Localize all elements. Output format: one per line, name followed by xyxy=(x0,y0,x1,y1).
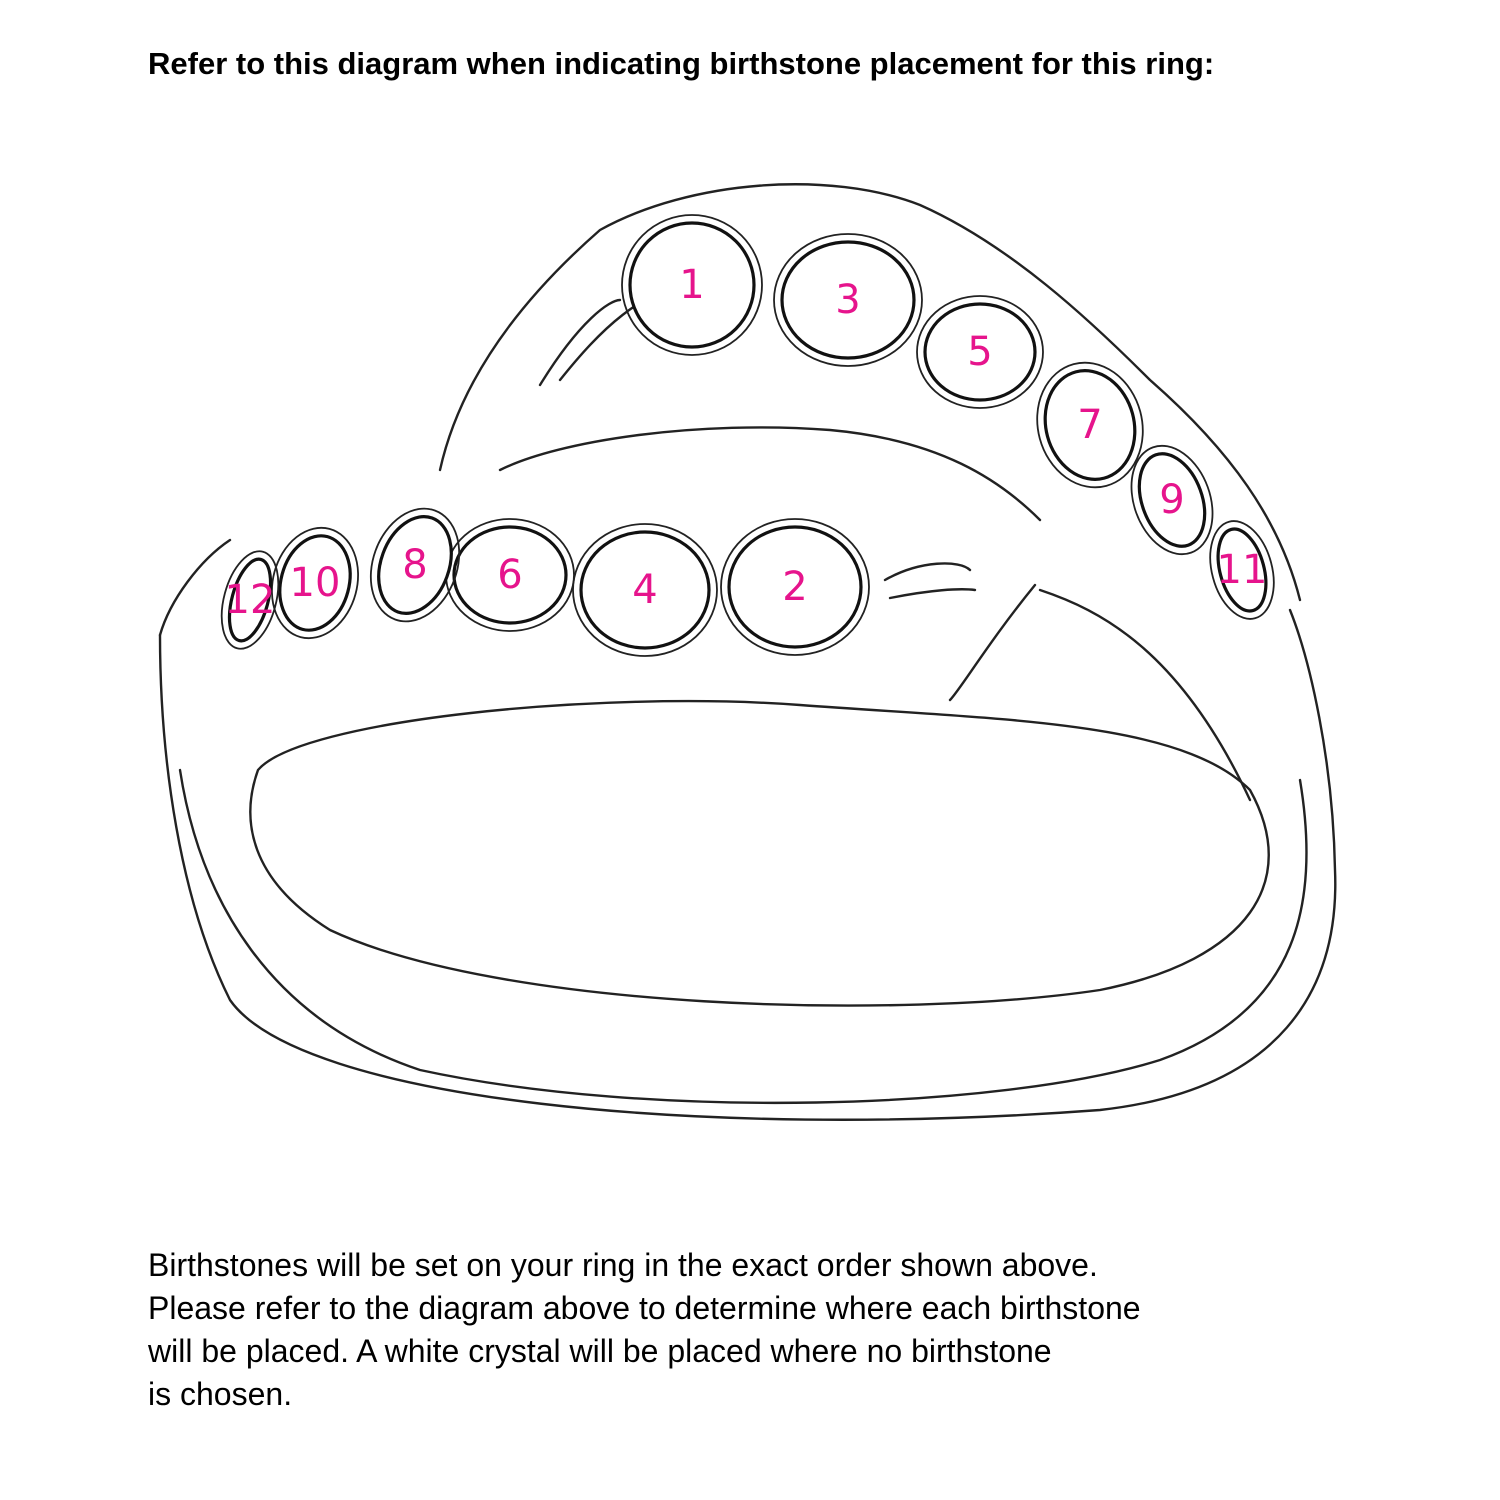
bezel xyxy=(1036,361,1144,489)
birthstone-position-5: 5 xyxy=(916,295,1044,409)
position-number: 7 xyxy=(1077,402,1102,448)
birthstone-setting xyxy=(377,514,453,616)
position-number: 6 xyxy=(497,552,522,598)
birthstone-position-8: 8 xyxy=(369,507,461,623)
birthstone-position-6: 6 xyxy=(445,518,575,632)
birthstone-setting xyxy=(1216,527,1268,613)
position-number: 11 xyxy=(1217,547,1268,593)
birthstone-position-10: 10 xyxy=(271,526,359,640)
birthstone-setting xyxy=(628,221,756,349)
bezel xyxy=(621,214,763,356)
instruction-line-4: is chosen. xyxy=(148,1376,293,1412)
upper-band xyxy=(438,183,1302,602)
instruction-line-1: Birthstones will be set on your ring in … xyxy=(148,1247,1098,1283)
birthstone-setting xyxy=(579,530,711,650)
instruction-line-2: Please refer to the diagram above to det… xyxy=(148,1290,1141,1326)
birthstone-setting xyxy=(923,302,1037,402)
position-number: 2 xyxy=(782,564,807,610)
bezel xyxy=(271,526,359,640)
birthstone-setting xyxy=(452,525,568,625)
birthstone-setting xyxy=(227,557,273,643)
instructions: Birthstones will be set on your ring in … xyxy=(148,1244,1408,1416)
bezel xyxy=(220,550,280,650)
position-number: 9 xyxy=(1159,477,1184,523)
birthstone-setting xyxy=(727,525,863,649)
birthstone-position-1: 1 xyxy=(621,214,763,356)
instruction-line-3: will be placed. A white crystal will be … xyxy=(148,1333,1052,1369)
birthstone-position-9: 9 xyxy=(1130,444,1214,556)
position-number: 10 xyxy=(290,560,341,606)
bezel xyxy=(572,523,718,657)
bezel xyxy=(1130,444,1214,556)
birthstone-position-2: 2 xyxy=(720,518,870,656)
birthstone-position-12: 12 xyxy=(220,550,280,650)
birthstone-position-7: 7 xyxy=(1036,361,1144,489)
birthstone-setting xyxy=(278,534,352,632)
birthstone-setting xyxy=(780,240,916,360)
bezel xyxy=(720,518,870,656)
position-number: 4 xyxy=(632,567,657,613)
position-number: 12 xyxy=(225,577,276,623)
position-number: 3 xyxy=(835,277,860,323)
page-title: Refer to this diagram when indicating bi… xyxy=(148,46,1215,81)
bezel xyxy=(916,295,1044,409)
position-number: 5 xyxy=(967,329,992,375)
position-number: 1 xyxy=(679,262,704,308)
birthstone-position-3: 3 xyxy=(773,233,923,367)
birthstone-position-4: 4 xyxy=(572,523,718,657)
birthstone-position-11: 11 xyxy=(1209,520,1275,620)
bezel xyxy=(773,233,923,367)
bezel xyxy=(369,507,461,623)
birthstone-setting xyxy=(1137,452,1207,548)
birthstone-setting xyxy=(1043,369,1137,481)
ring-band xyxy=(158,538,1337,1121)
position-number: 8 xyxy=(402,542,427,588)
bezel xyxy=(1209,520,1275,620)
